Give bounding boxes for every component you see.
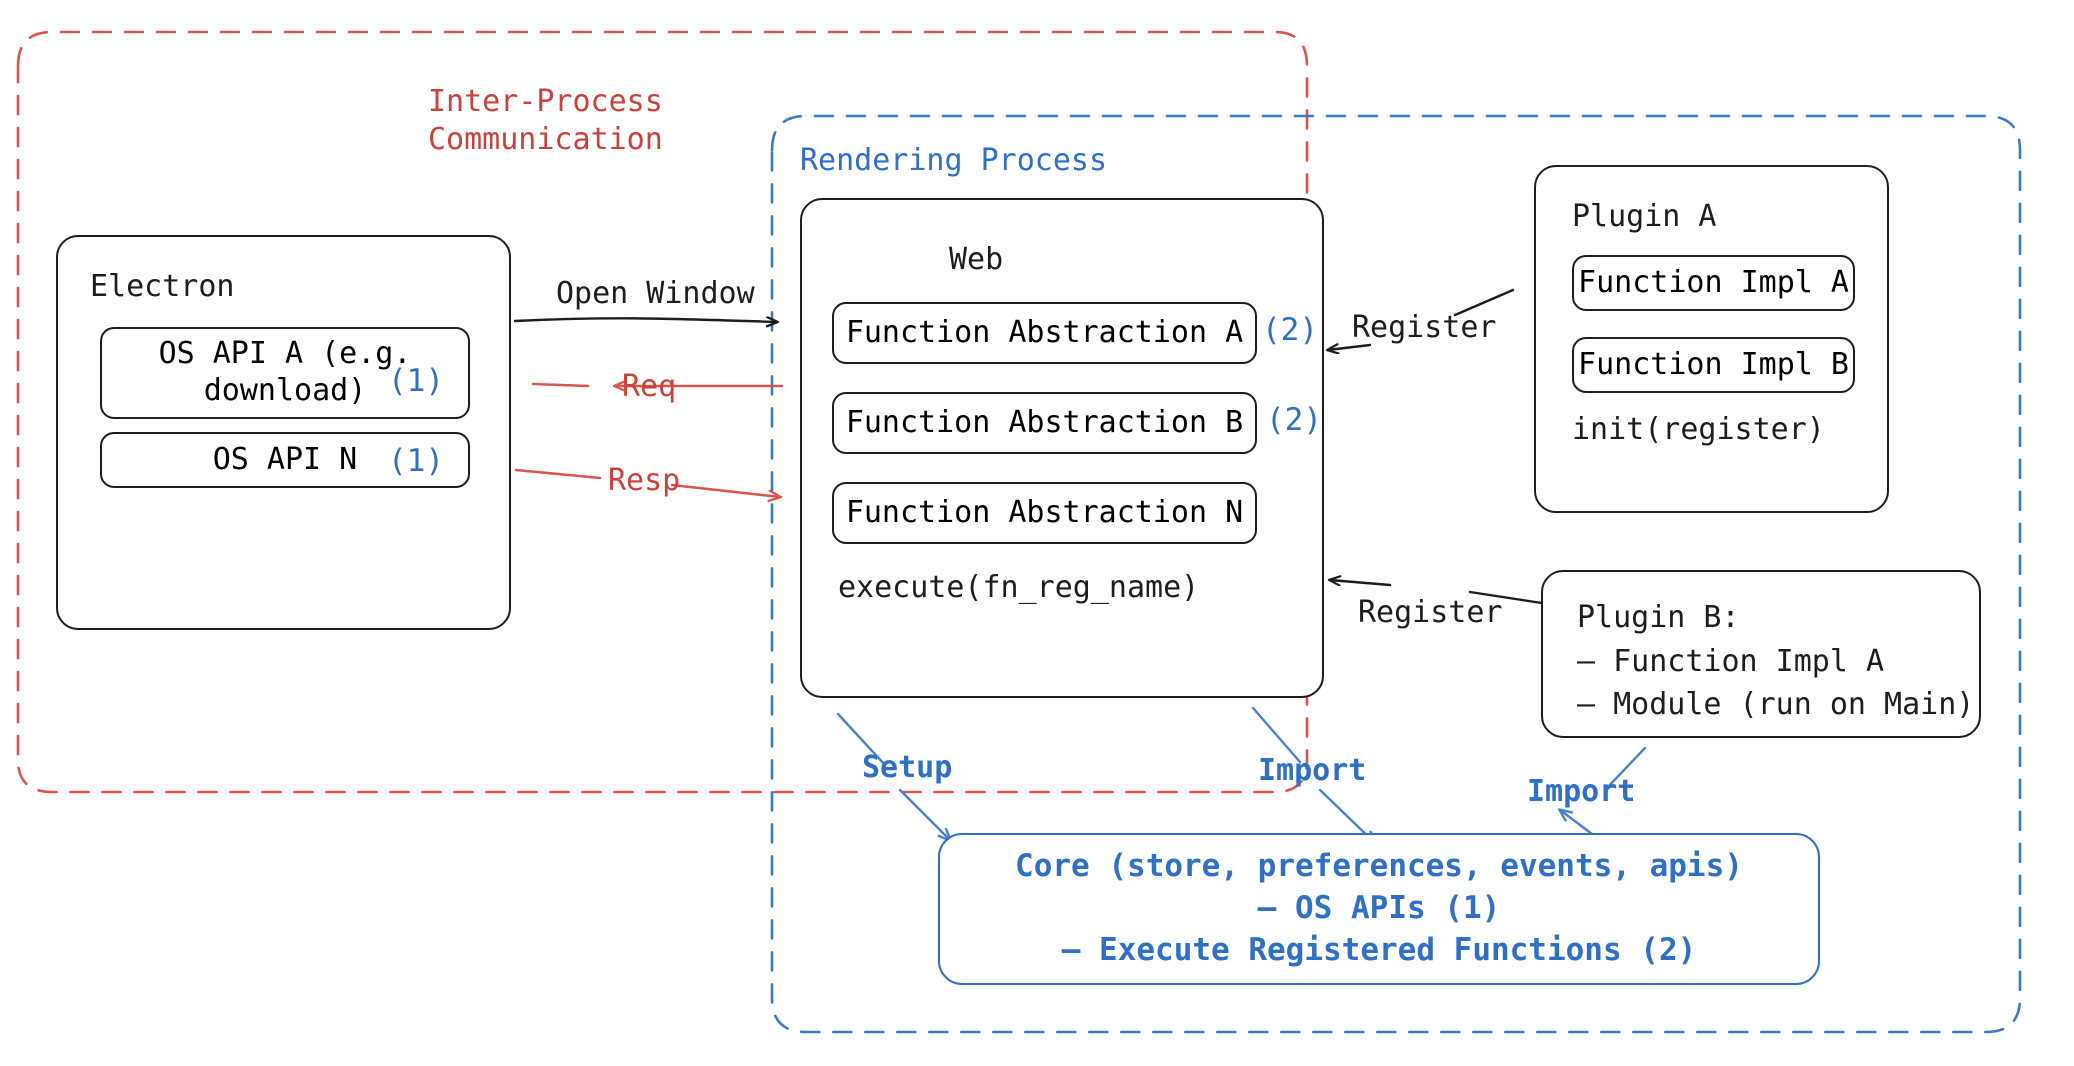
rendering-region-label: Rendering Process (800, 143, 1108, 178)
plugin-b-lines: Plugin B: – Function Impl A – Module (ru… (1577, 600, 1975, 722)
os-api-a-box[interactable]: OS API A (e.g. download) (100, 327, 470, 419)
plugin-a-title: Plugin A (1572, 199, 1717, 234)
function-abstraction-a-label: Function Abstraction A (845, 314, 1244, 350)
function-abstraction-b-marker: (2) (1266, 402, 1322, 438)
function-abstraction-b-label: Function Abstraction B (845, 404, 1244, 440)
core-line-1: Core (store, preferences, events, apis) (1015, 848, 1743, 885)
function-impl-b-label: Function Impl B (1578, 346, 1849, 382)
electron-title: Electron (90, 269, 235, 304)
edge-label-req: Req (622, 369, 677, 404)
edge-label-setup: Setup (862, 750, 953, 785)
node-plugin-b[interactable]: Plugin B: – Function Impl A – Module (ru… (1541, 570, 1981, 738)
web-execute-label: execute(fn_reg_name) (838, 570, 1200, 605)
function-impl-a-box[interactable]: Function Impl A (1572, 255, 1855, 311)
function-abstraction-b-box[interactable]: Function Abstraction B (832, 392, 1257, 454)
function-impl-b-box[interactable]: Function Impl B (1572, 337, 1855, 393)
node-core[interactable]: Core (store, preferences, events, apis) … (938, 833, 1820, 985)
function-abstraction-n-box[interactable]: Function Abstraction N (832, 482, 1257, 544)
plugin-a-init-label: init(register) (1572, 412, 1825, 447)
os-api-n-marker: (1) (388, 443, 444, 479)
edge-label-register-plugin-b: Register (1358, 595, 1503, 630)
node-web[interactable]: Web Function Abstraction A Function Abst… (800, 198, 1324, 698)
core-line-2: – OS APIs (1) (1257, 890, 1501, 927)
function-abstraction-a-box[interactable]: Function Abstraction A (832, 302, 1257, 364)
function-abstraction-n-label: Function Abstraction N (845, 494, 1244, 530)
function-abstraction-a-marker: (2) (1262, 312, 1318, 348)
edge-label-register-plugin-a: Register (1352, 310, 1497, 345)
function-impl-a-label: Function Impl A (1578, 264, 1849, 300)
ipc-region-label: Inter-Process Communication (428, 84, 663, 158)
node-electron[interactable]: Electron OS API A (e.g. download) (1) OS… (56, 235, 511, 630)
os-api-a-label: OS API A (e.g. download) (158, 336, 412, 408)
node-plugin-a[interactable]: Plugin A Function Impl A Function Impl B… (1534, 165, 1889, 513)
edge-label-import-web: Import (1258, 753, 1367, 788)
os-api-n-box[interactable]: OS API N (100, 432, 470, 488)
edge-open-window (513, 318, 777, 322)
edge-label-open-window: Open Window (556, 276, 755, 311)
edge-label-resp: Resp (608, 463, 681, 498)
os-api-n-label: OS API N (212, 441, 358, 477)
edge-label-import-plugin-b: Import (1527, 774, 1636, 809)
core-line-3: – Execute Registered Functions (2) (1061, 931, 1697, 968)
os-api-a-marker: (1) (388, 363, 444, 399)
web-title: Web (949, 242, 1004, 277)
